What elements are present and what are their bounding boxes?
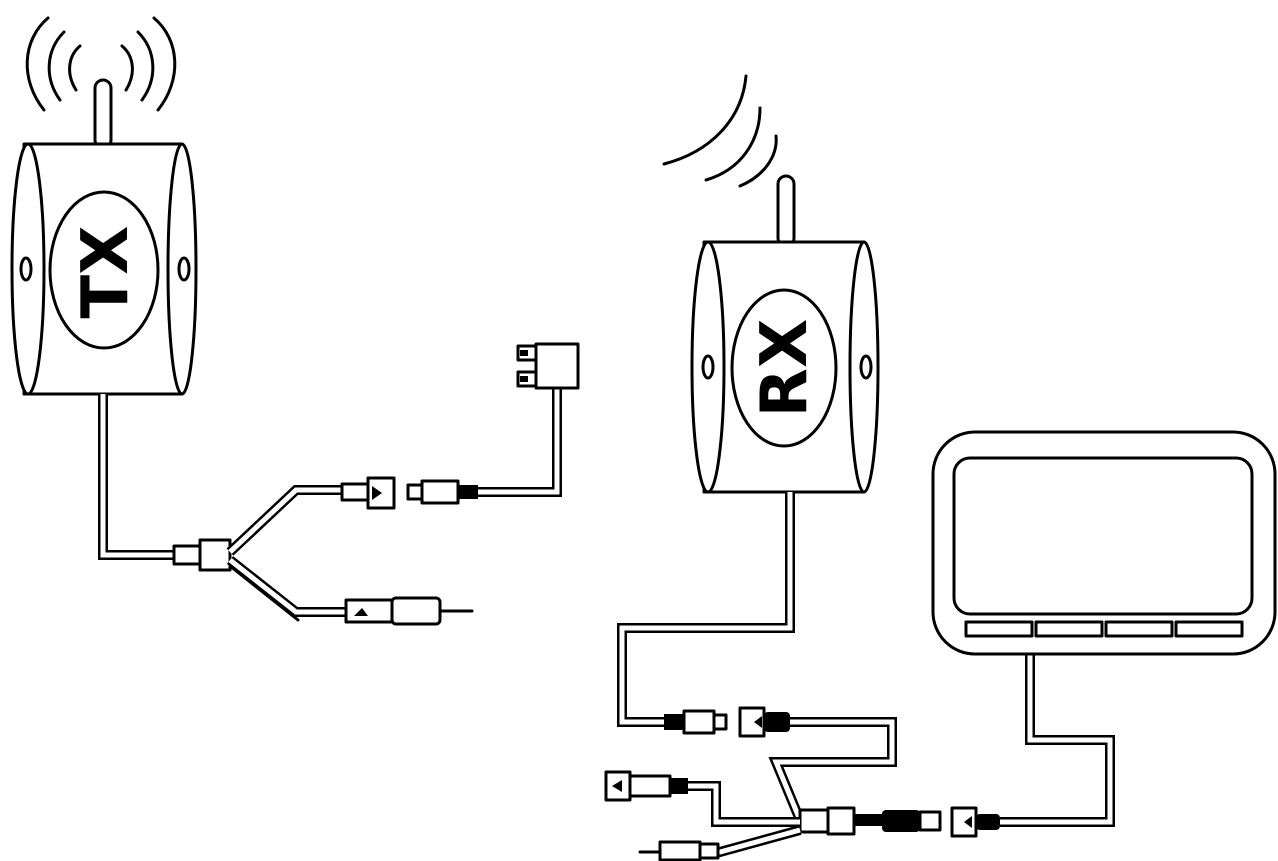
tx-car-lighter-plug-icon (344, 596, 474, 626)
tx-cable (98, 394, 176, 560)
rx-receiver-box: RX (690, 240, 880, 494)
rx-lower-branch (638, 825, 802, 861)
rx-left-connector (604, 770, 800, 827)
rx-monitor-connector-pair (854, 806, 1000, 838)
tx-splitter (172, 538, 232, 572)
rx-rca-connector-pair (664, 706, 790, 738)
monitor-cable (1000, 654, 1115, 827)
tx-antenna (93, 78, 113, 150)
rx-cable (617, 492, 795, 727)
rx-loop-cable (768, 717, 897, 822)
display-monitor-icon (931, 430, 1277, 656)
tx-signal-waves-icon (25, 16, 177, 112)
rx-label: RX (748, 319, 822, 418)
tx-power-adapter-icon (516, 342, 580, 390)
tx-label: TX (69, 226, 143, 319)
rx-signal-waves-icon (662, 74, 778, 188)
tx-splitter-branches (226, 485, 350, 622)
rx-antenna (776, 174, 796, 248)
tx-rca-connector-pair (340, 476, 478, 510)
tx-transmitter-box: TX (10, 142, 198, 396)
tx-power-adapter-cable (478, 386, 562, 497)
rx-splitter (798, 806, 856, 836)
